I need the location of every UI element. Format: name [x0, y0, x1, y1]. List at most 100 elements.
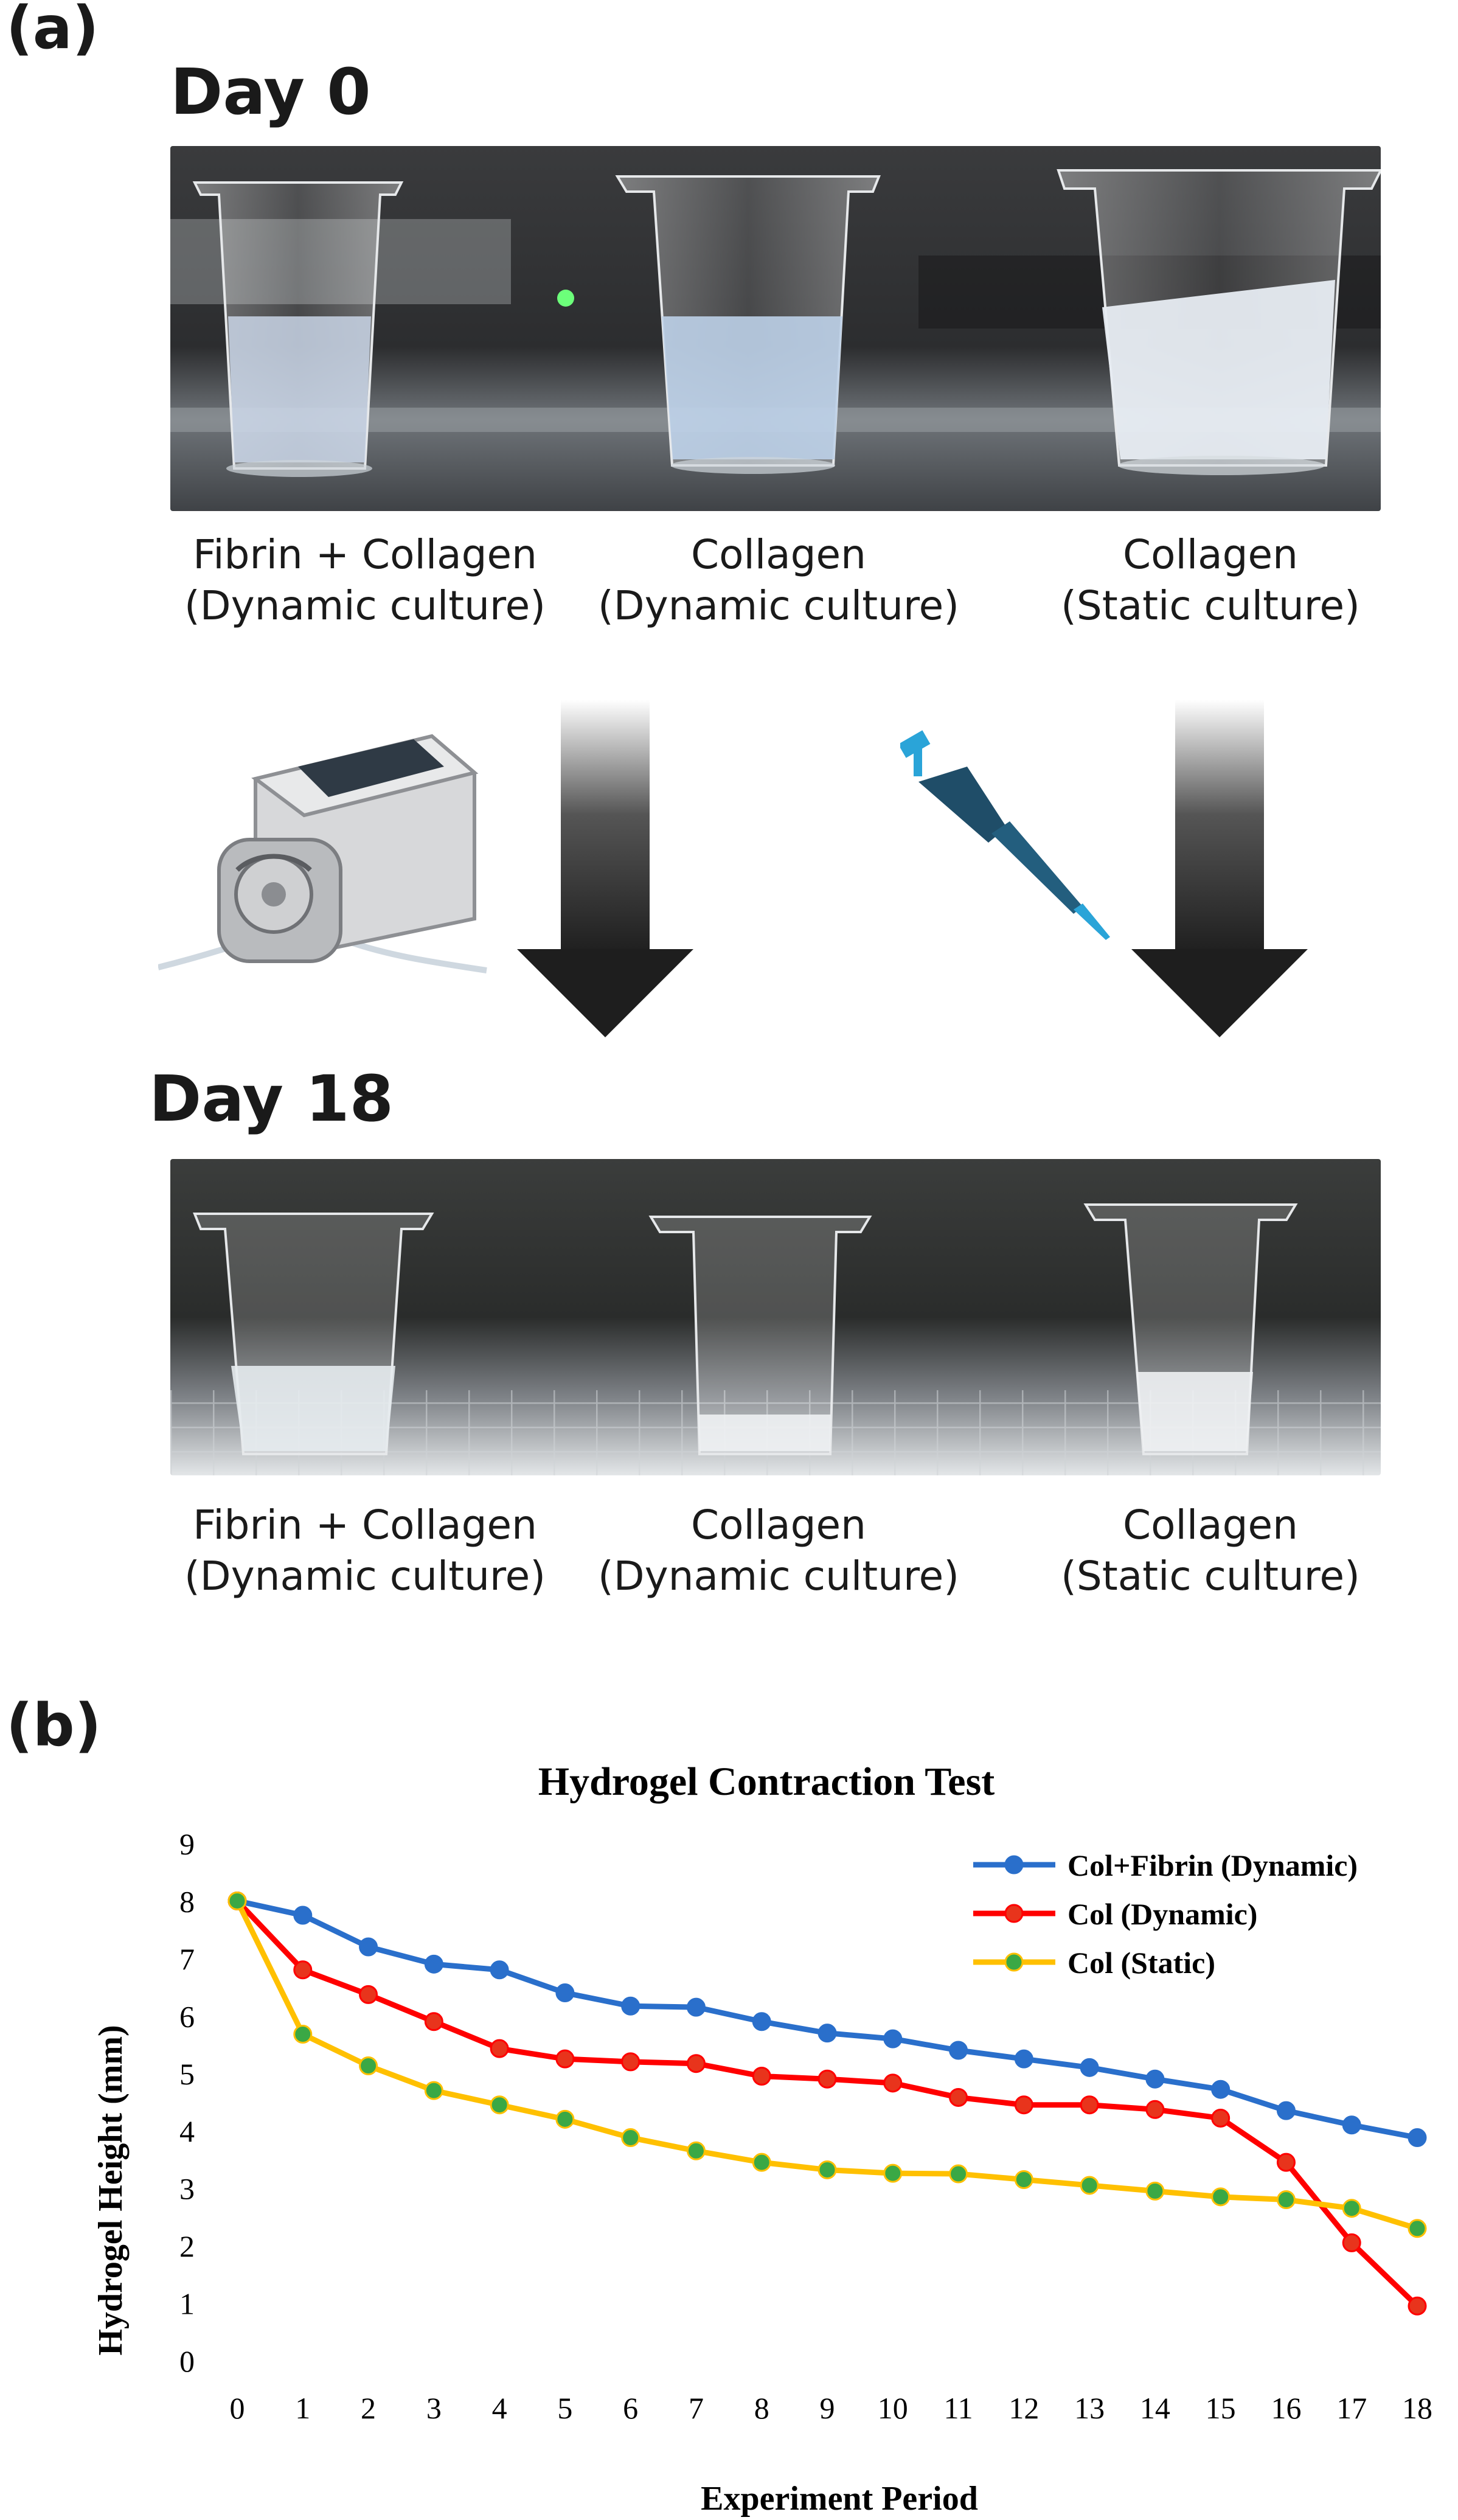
day0-caption-1: Fibrin + Collagen (Dynamic culture)	[134, 529, 596, 632]
data-point	[1145, 2069, 1165, 2089]
data-point	[293, 1960, 313, 1980]
data-point	[1211, 2108, 1231, 2128]
x-tick-label: 16	[1271, 2391, 1301, 2425]
series-layer	[227, 1891, 1427, 2316]
chart-title: Hydrogel Contraction Test	[538, 1759, 995, 1804]
day18-caption-2: Collagen (Dynamic culture)	[547, 1500, 1010, 1602]
x-tick-label: 4	[492, 2391, 507, 2425]
y-tick-label: 6	[179, 1999, 195, 2033]
data-point	[949, 2041, 968, 2060]
data-point	[752, 2067, 771, 2086]
data-point	[949, 2087, 968, 2107]
data-point	[883, 2029, 903, 2048]
data-point	[1080, 2095, 1099, 2115]
data-point	[686, 1997, 706, 2017]
data-point	[1014, 2095, 1033, 2115]
data-point	[1276, 2101, 1296, 2120]
legend-entry: Col (Static)	[1067, 1946, 1215, 1980]
data-point	[1342, 2115, 1361, 2135]
data-point	[949, 2164, 968, 2184]
x-tick-label: 3	[426, 2391, 442, 2425]
y-axis-label: Hydrogel Height (mm)	[92, 2025, 130, 2355]
x-tick-label: 2	[361, 2391, 376, 2425]
x-tick-label: 17	[1336, 2391, 1367, 2425]
x-tick-label: 14	[1140, 2391, 1170, 2425]
data-point	[1145, 2100, 1165, 2119]
caption-line: (Dynamic culture)	[598, 582, 959, 629]
series-line	[237, 1898, 1418, 2140]
data-point	[1145, 2181, 1165, 2201]
cup-collagen-dynamic-day0	[615, 175, 881, 474]
x-tick-label: 15	[1206, 2391, 1236, 2425]
data-point	[359, 1937, 378, 1957]
cup-collagen-dynamic-day18	[648, 1216, 872, 1455]
data-point	[818, 2160, 837, 2179]
x-tick-label: 9	[820, 2391, 835, 2425]
x-tick-label: 13	[1074, 2391, 1105, 2425]
data-point	[818, 2069, 837, 2089]
y-tick-label: 5	[179, 2057, 195, 2091]
day18-photo	[170, 1159, 1381, 1475]
day18-caption-1: Fibrin + Collagen (Dynamic culture)	[134, 1500, 596, 1602]
series-line	[234, 1899, 1418, 2232]
legend-swatch-marker	[1004, 1855, 1024, 1874]
day18-caption-3: Collagen (Static culture)	[979, 1500, 1442, 1602]
legend-entry: Col+Fibrin (Dynamic)	[1067, 1848, 1358, 1882]
data-point	[621, 1996, 640, 2016]
caption-line: Collagen	[691, 1502, 866, 1548]
data-point	[621, 2052, 640, 2072]
legend-swatch-marker	[1004, 1904, 1024, 1923]
data-point	[1080, 2058, 1099, 2077]
cup-collagen-static-day18	[1083, 1203, 1298, 1455]
y-tick-label: 9	[179, 1827, 195, 1861]
caption-line: Collagen	[691, 531, 866, 578]
data-point	[1408, 2296, 1427, 2316]
data-point	[883, 2073, 903, 2093]
cup-fibrin-collagen-day18	[193, 1213, 434, 1455]
data-point	[359, 1985, 378, 2004]
x-tick-label: 12	[1008, 2391, 1039, 2425]
data-point	[293, 2025, 313, 2044]
x-tick-label: 7	[689, 2391, 704, 2425]
data-point	[686, 2054, 706, 2073]
x-tick-label: 0	[230, 2391, 245, 2425]
data-point	[621, 2128, 640, 2148]
day0-photo	[170, 146, 1381, 511]
x-tick-label: 1	[295, 2391, 310, 2425]
pipette-icon	[898, 724, 1119, 945]
x-tick-label: 8	[754, 2391, 769, 2425]
legend-swatch-marker	[1004, 1952, 1024, 1972]
data-point	[555, 1983, 575, 2003]
day0-caption-3: Collagen (Static culture)	[979, 529, 1442, 632]
down-arrow-icon	[517, 700, 693, 1043]
y-tick-label: 8	[179, 1884, 195, 1918]
data-point	[818, 2024, 837, 2043]
data-point	[424, 2012, 443, 2031]
data-point	[293, 1906, 313, 1925]
data-point	[490, 2039, 509, 2058]
day0-title: Day 0	[170, 55, 371, 129]
data-point	[883, 2163, 903, 2183]
caption-line: Collagen	[1123, 531, 1298, 578]
data-point	[424, 1954, 443, 1974]
x-tick-label: 10	[878, 2391, 908, 2425]
y-tick-label: 4	[179, 2114, 195, 2148]
data-point	[1014, 2170, 1033, 2189]
caption-line: Collagen	[1123, 1502, 1298, 1548]
legend-entry: Col (Dynamic)	[1067, 1897, 1257, 1931]
caption-line: (Dynamic culture)	[184, 1553, 546, 1599]
data-point	[1211, 2080, 1231, 2099]
cup-fibrin-collagen-day0	[192, 181, 404, 477]
data-point	[424, 2081, 443, 2100]
data-point	[490, 1960, 509, 1980]
peristaltic-pump-icon	[157, 700, 499, 982]
x-tick-label: 18	[1402, 2391, 1432, 2425]
data-point	[1408, 2219, 1427, 2238]
data-point	[1211, 2187, 1231, 2207]
caption-line: Fibrin + Collagen	[193, 531, 537, 578]
data-point	[555, 2109, 575, 2129]
hydrogel-chart: Hydrogel Contraction Test Hydrogel Heigh…	[0, 1752, 1458, 2518]
data-point	[1408, 2128, 1427, 2148]
legend: Col+Fibrin (Dynamic) Col (Dynamic) Col (St…	[973, 1848, 1358, 1980]
